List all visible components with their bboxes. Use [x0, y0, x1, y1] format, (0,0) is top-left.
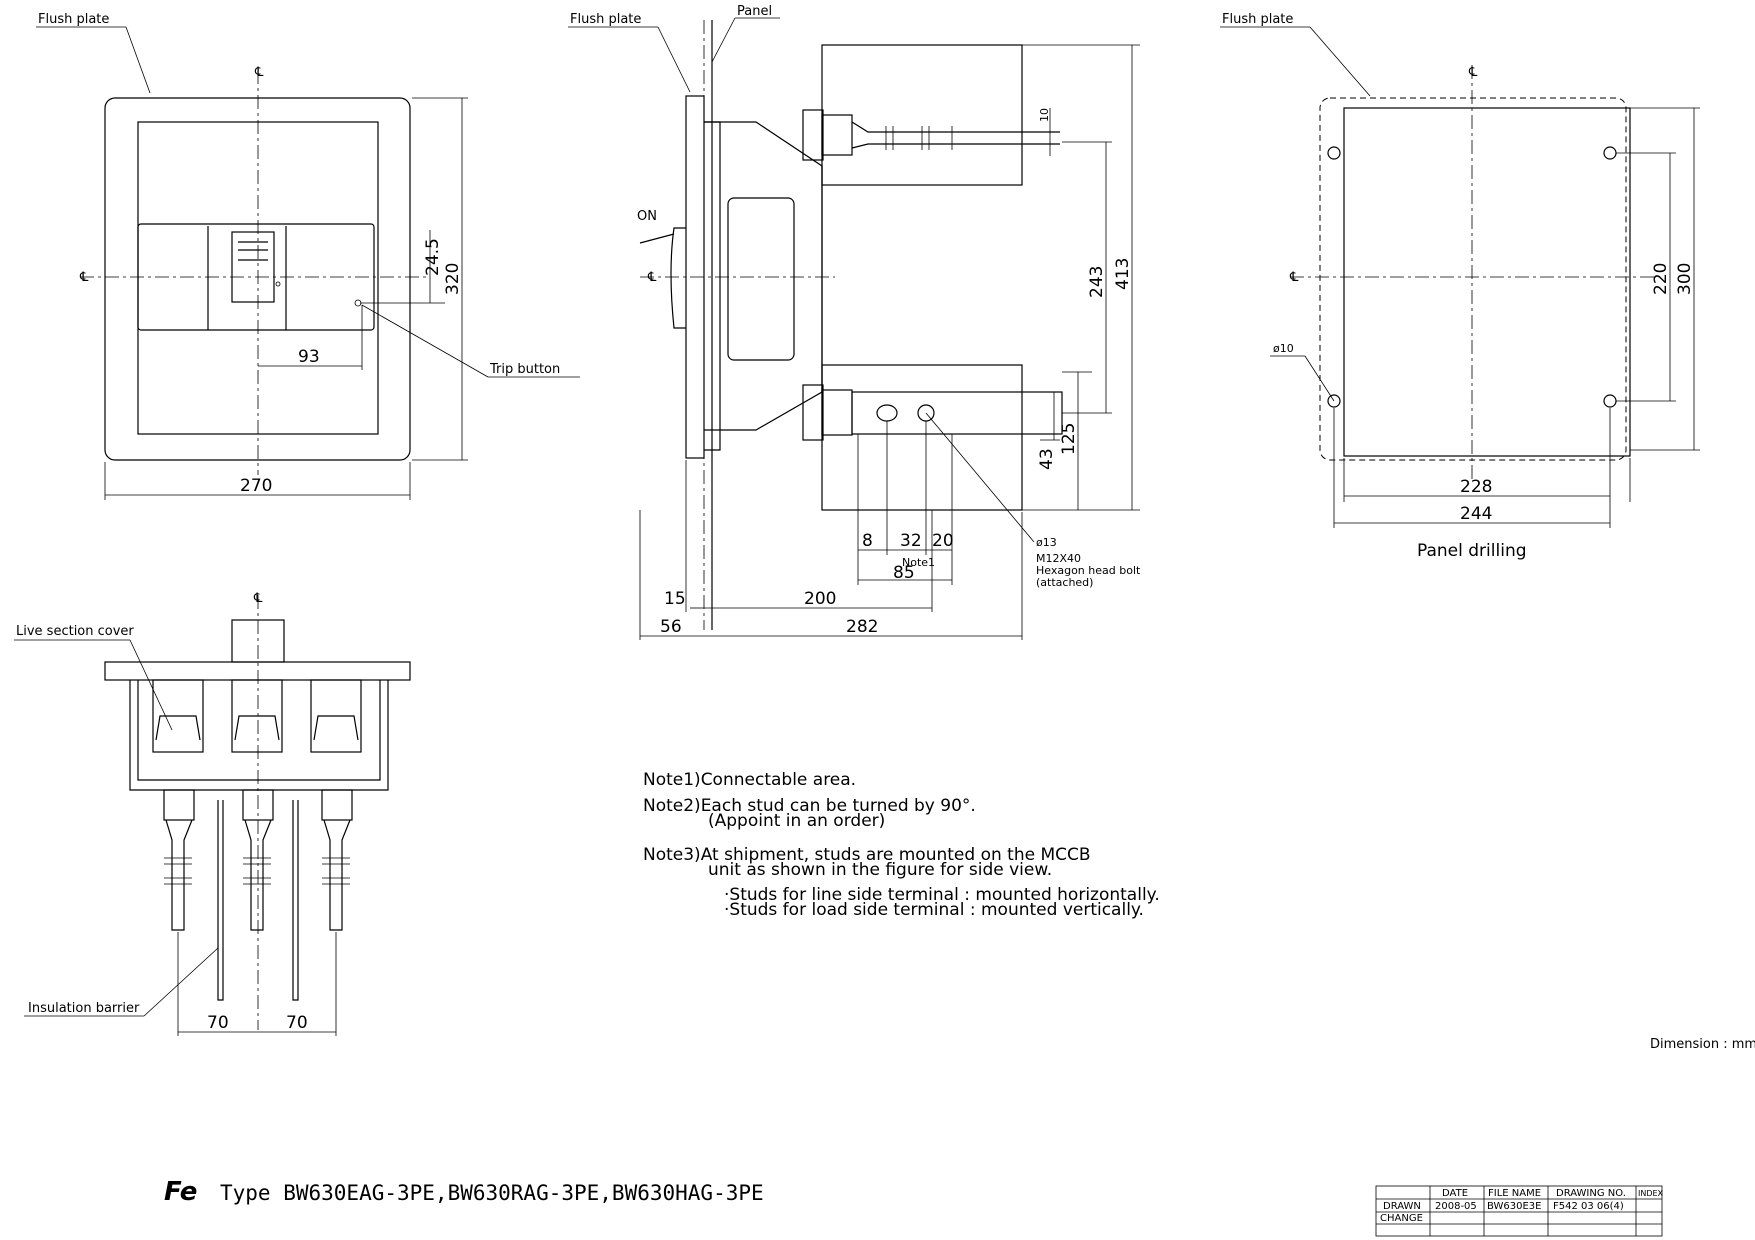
live-section-cover-label: Live section cover: [16, 624, 134, 639]
centerline-symbol: ℄: [647, 270, 657, 285]
dim-413: 413: [1113, 258, 1133, 290]
tb-drawn-number: F542 03 06(4): [1553, 1201, 1624, 1212]
dim-10: 10: [1038, 108, 1051, 122]
tb-header-index: INDEX: [1638, 1189, 1664, 1198]
hole-dia-13: ø13: [1036, 536, 1057, 549]
dim-220: 220: [1651, 263, 1671, 295]
panel-drilling-caption: Panel drilling: [1417, 541, 1527, 561]
dim-200: 200: [804, 589, 836, 609]
bolt-line3: (attached): [1036, 576, 1093, 589]
centerline-symbol: ℄: [1468, 65, 1478, 80]
dim-43: 43: [1037, 448, 1057, 470]
on-label: ON: [637, 209, 657, 224]
dim-trip-offset-h: 93: [298, 347, 320, 367]
note-2b: (Appoint in an order): [708, 811, 885, 831]
dim-244: 244: [1460, 504, 1492, 524]
dim-125: 125: [1059, 423, 1079, 455]
note-3a: Note3)At shipment, studs are mounted on …: [643, 845, 1091, 865]
type-line: Fe Type BW630EAG-3PE,BW630RAG-3PE,BW630H…: [164, 1177, 764, 1207]
note-2a: Note2)Each stud can be turned by 90°.: [643, 796, 976, 816]
type-text: Type BW630EAG-3PE,BW630RAG-3PE,BW630HAG-…: [220, 1181, 764, 1205]
front-view: ℄ ℄ Flush plate 270 320 24.5 93 Trip but…: [36, 12, 580, 500]
dim-pitch-2: 70: [286, 1013, 308, 1033]
centerline-symbol: ℄: [254, 65, 264, 80]
dim-56: 56: [660, 617, 682, 637]
dimension-unit: Dimension : mm: [1650, 1037, 1755, 1052]
dim-15: 15: [664, 589, 686, 609]
title-block: DATE FILE NAME DRAWING NO. INDEX DRAWN 2…: [1375, 1185, 1664, 1237]
panel-drilling-view: Flush plate ℄ ℄ ø10 220 300 228: [1220, 12, 1700, 561]
bolt-line1: M12X40: [1036, 552, 1081, 565]
trip-button-label: Trip button: [489, 362, 560, 377]
flush-plate-label: Flush plate: [1222, 12, 1293, 27]
dim-243: 243: [1087, 266, 1107, 298]
dim-front-width: 270: [240, 476, 272, 496]
dim-trip-offset-v: 24.5: [423, 238, 443, 276]
dim-85: 85: [893, 563, 915, 583]
note-3d: ·Studs for load side terminal : mounted …: [724, 900, 1144, 920]
dim-20: 20: [932, 531, 954, 551]
dim-228: 228: [1460, 477, 1492, 497]
tb-header-drawing: DRAWING NO.: [1556, 1188, 1626, 1199]
tb-drawn-label: DRAWN: [1383, 1201, 1421, 1212]
fe-logo: Fe: [164, 1177, 197, 1207]
note1-tag: Note1: [902, 556, 935, 569]
tb-header-date: DATE: [1442, 1188, 1468, 1199]
dim-8: 8: [862, 531, 873, 551]
tb-drawn-file: BW630E3E: [1487, 1201, 1541, 1212]
note-3c: ·Studs for line side terminal : mounted …: [724, 885, 1160, 905]
centerline-symbol: ℄: [1289, 270, 1299, 285]
tb-drawn-date: 2008-05: [1435, 1201, 1477, 1212]
panel-label: Panel: [737, 4, 772, 19]
dim-282: 282: [846, 617, 878, 637]
note-3b: unit as shown in the figure for side vie…: [708, 860, 1052, 880]
note-1: Note1)Connectable area.: [643, 770, 856, 790]
insulation-barrier-label: Insulation barrier: [28, 1001, 140, 1016]
flush-plate-label: Flush plate: [570, 12, 641, 27]
dim-32: 32: [900, 531, 922, 551]
dim-pitch-1: 70: [207, 1013, 229, 1033]
dim-front-height: 320: [443, 263, 463, 295]
bolt-line2: Hexagon head bolt: [1036, 564, 1141, 577]
centerline-symbol: ℄: [253, 591, 263, 606]
tb-change-label: CHANGE: [1380, 1213, 1423, 1224]
dim-300: 300: [1675, 263, 1695, 295]
flush-plate-label: Flush plate: [38, 12, 109, 27]
notes-block: Note1)Connectable area. Note2)Each stud …: [643, 770, 1160, 920]
hole-dia-10: ø10: [1273, 342, 1294, 355]
bottom-view: ℄ Live section cover Insulation barrier: [14, 591, 411, 1036]
tb-header-file: FILE NAME: [1488, 1188, 1541, 1199]
side-view: Flush plate Panel ON: [568, 4, 1141, 640]
centerline-symbol: ℄: [79, 270, 89, 285]
